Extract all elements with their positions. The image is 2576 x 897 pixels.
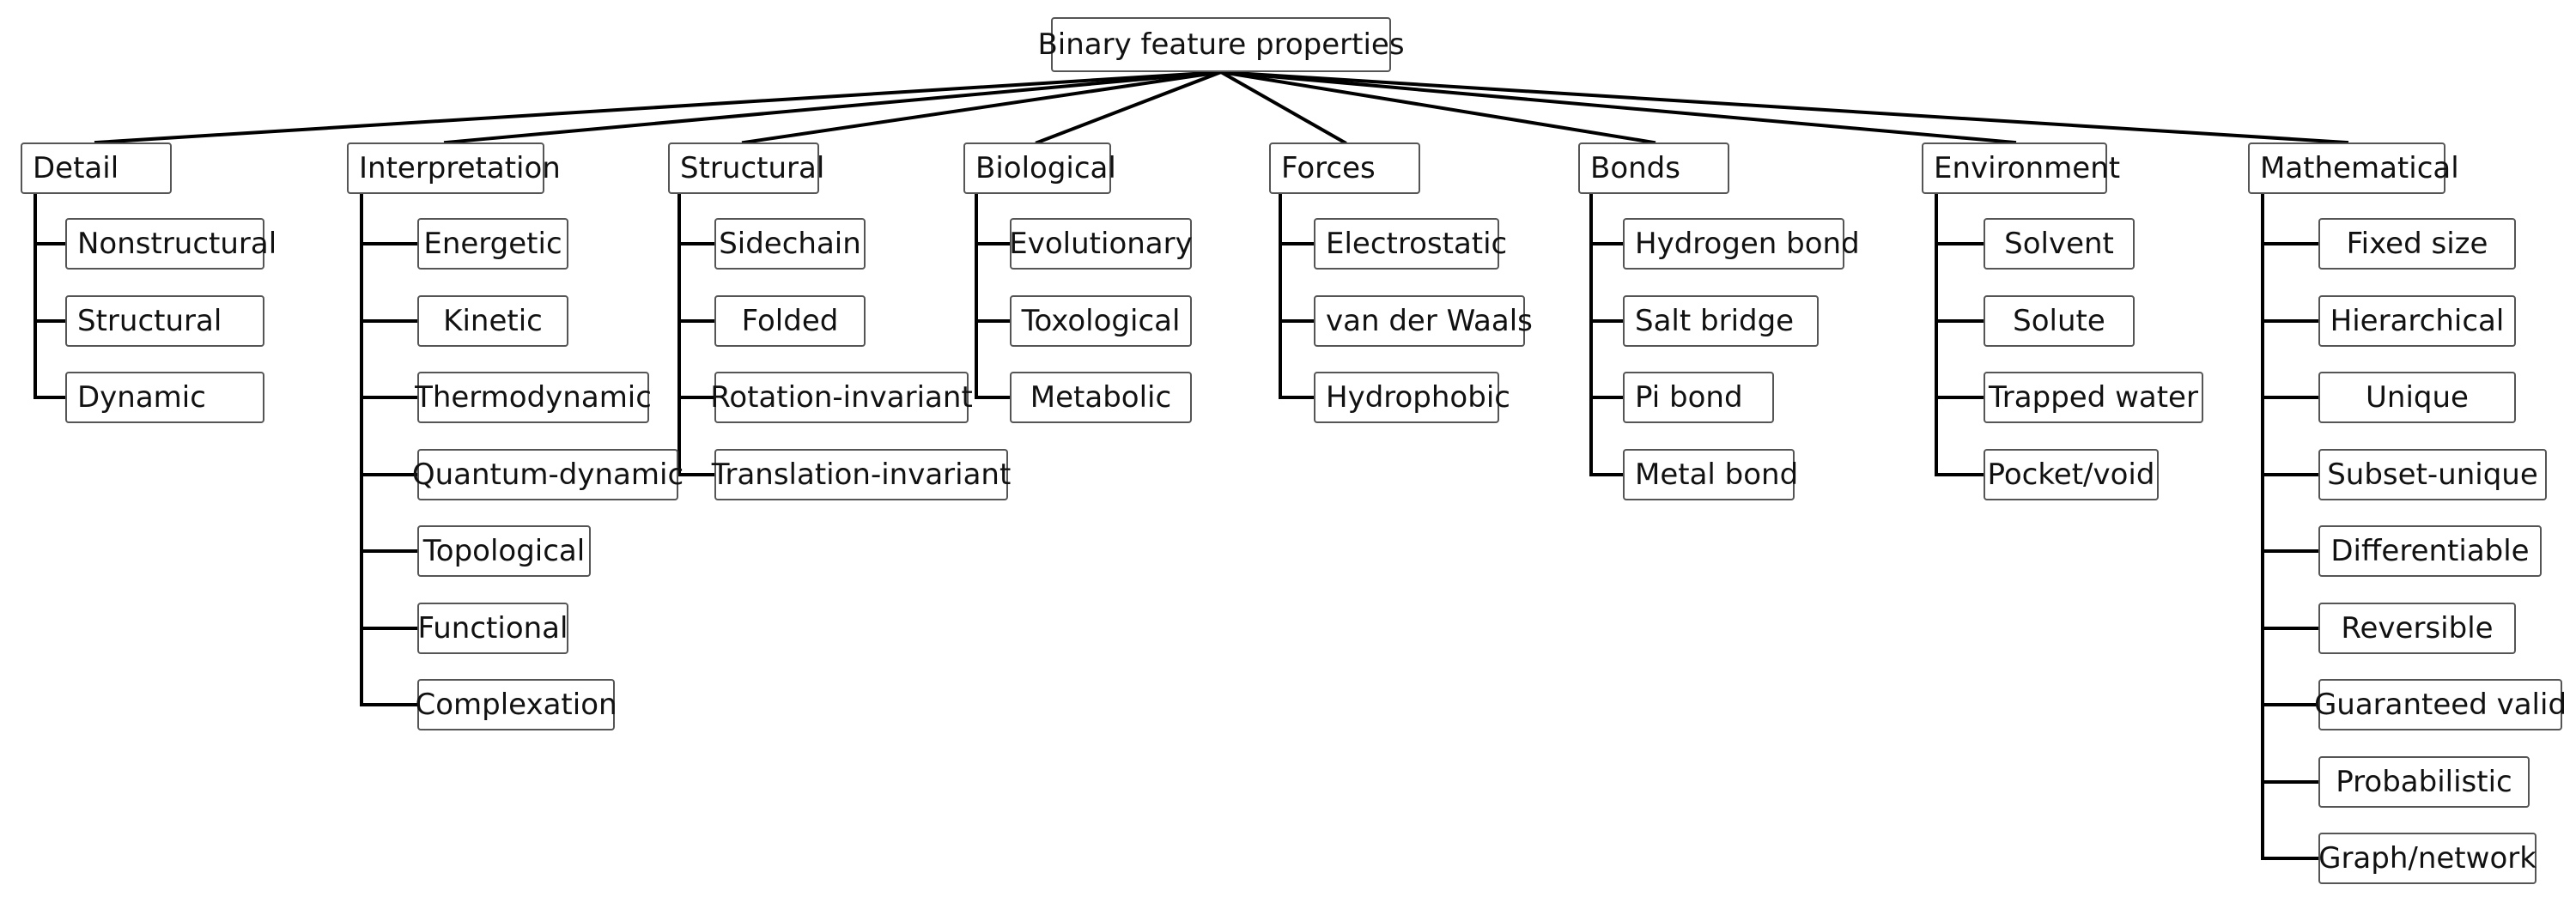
category-node: Detail [21, 142, 172, 194]
child-node: Sidechain [714, 218, 866, 270]
root-connector [1218, 70, 1347, 145]
child-node: Solute [1984, 295, 2135, 347]
root-connector [1218, 70, 2349, 145]
child-node: van der Waals [1314, 295, 1533, 347]
child-node: Hierarchical [2318, 295, 2516, 347]
child-node: Toxological [1010, 295, 1192, 347]
child-node: Electrostatic [1314, 218, 1507, 270]
child-node: Trapped water [1984, 372, 2203, 423]
child-node: Folded [714, 295, 866, 347]
category-node: Structural [668, 142, 824, 194]
child-node: Quantum-dynamic [412, 449, 683, 500]
child-node: Fixed size [2318, 218, 2516, 270]
child-node: Evolutionary [1009, 218, 1193, 270]
category-node: Mathematical [2248, 142, 2459, 194]
root-connector [1035, 70, 1224, 145]
child-node: Hydrogen bond [1623, 218, 1860, 270]
root-connector [1218, 70, 1656, 145]
category-node: Interpretation [347, 142, 561, 194]
child-node: Pi bond [1623, 372, 1774, 423]
child-node: Rotation-invariant [710, 372, 973, 423]
root-node: Binary feature properties [1037, 17, 1405, 72]
child-node: Translation-invariant [712, 449, 1011, 500]
root-connector [1218, 70, 2017, 145]
category-node: Bonds [1578, 142, 1729, 194]
child-node: Structural [65, 295, 264, 347]
child-node: Kinetic [417, 295, 568, 347]
child-node: Hydrophobic [1314, 372, 1510, 423]
category-node: Forces [1269, 142, 1420, 194]
category-node: Environment [1922, 142, 2120, 194]
root-connector [94, 70, 1224, 145]
child-node: Probabilistic [2318, 756, 2530, 808]
child-node: Functional [417, 603, 568, 654]
root-connector [741, 70, 1224, 145]
child-node: Solvent [1984, 218, 2135, 270]
child-node: Salt bridge [1623, 295, 1819, 347]
child-node: Metal bond [1623, 449, 1798, 500]
child-node: Topological [417, 525, 591, 577]
root-connector [443, 70, 1224, 145]
category-node: Biological [963, 142, 1116, 194]
child-node: Unique [2318, 372, 2516, 423]
child-node: Energetic [417, 218, 568, 270]
child-node: Guaranteed valid [2314, 679, 2567, 730]
child-node: Reversible [2318, 603, 2516, 654]
child-node: Complexation [415, 679, 617, 730]
child-node: Graph/network [2318, 833, 2537, 884]
child-node: Metabolic [1010, 372, 1192, 423]
child-node: Subset-unique [2318, 449, 2547, 500]
child-node: Nonstructural [65, 218, 276, 270]
child-node: Dynamic [65, 372, 264, 423]
child-node: Pocket/void [1984, 449, 2159, 500]
child-node: Differentiable [2318, 525, 2542, 577]
child-node: Thermodynamic [415, 372, 652, 423]
